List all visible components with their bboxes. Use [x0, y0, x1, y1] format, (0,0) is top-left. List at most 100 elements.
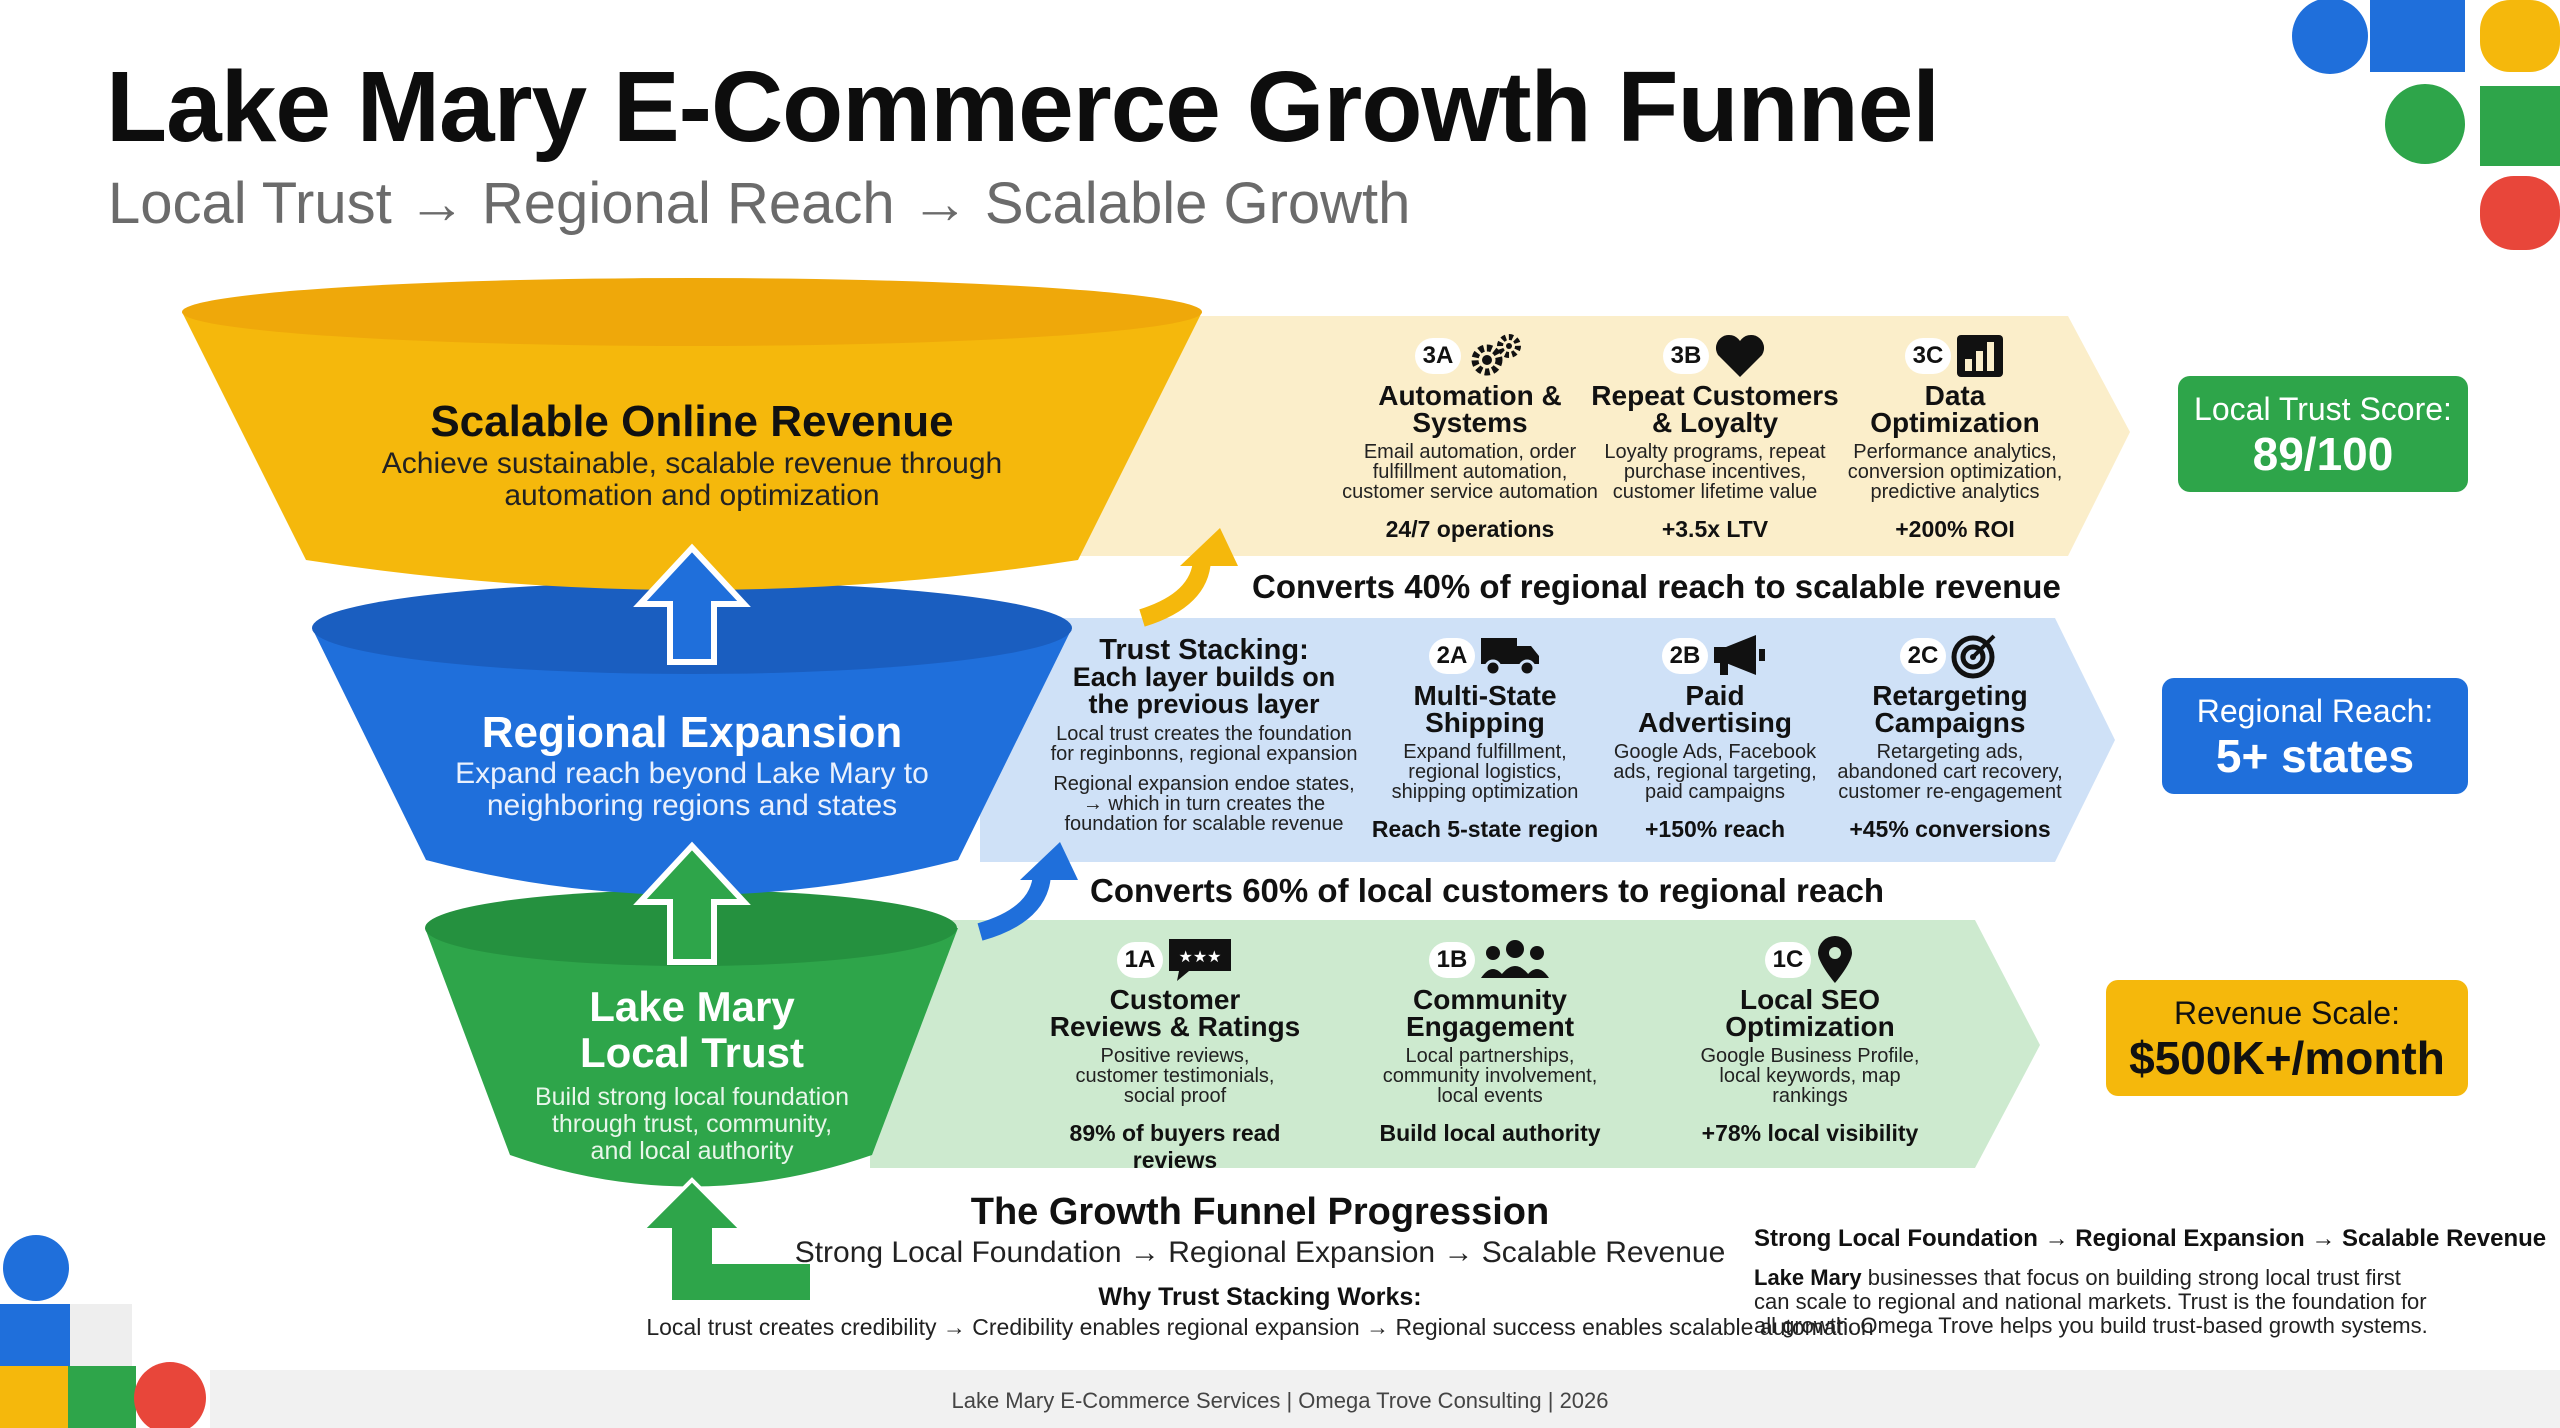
gears-icon	[1471, 334, 1522, 376]
title-1b-1: Community	[1413, 984, 1567, 1015]
trust-stacking-title-2: Each layer builds on	[1072, 662, 1336, 692]
desc-1a-3: social proof	[1123, 1085, 1227, 1107]
kpi-regional-reach-label: Regional Reach:	[2196, 693, 2434, 729]
bar-chart-icon	[1957, 335, 2004, 377]
heart-icon	[1716, 334, 1765, 377]
desc-1c-1: Google Business Profile,	[1700, 1045, 1920, 1067]
conversion-arrow-upper	[1139, 528, 1238, 627]
funnel-top-desc-1: Achieve sustainable, scalable revenue th…	[381, 447, 1003, 480]
metric-2c: +45% conversions	[1849, 816, 2051, 842]
funnel-middle-desc-2: neighboring regions and states	[486, 789, 898, 822]
title-1b-2: Engagement	[1405, 1011, 1575, 1042]
title-1a-2: Reviews & Ratings	[1049, 1011, 1301, 1042]
kpi-revenue-scale: Revenue Scale: $500K+/month	[2106, 980, 2468, 1096]
progression-why-line: Local trust creates credibility → Credib…	[646, 1314, 1874, 1340]
band-top-col-3c: 3C Data Optimization Performance analyti…	[1825, 330, 2085, 543]
progression-line: Strong Local Foundation → Regional Expan…	[794, 1236, 1726, 1269]
funnel-bottom-desc-2: through trust, community,	[551, 1110, 833, 1138]
funnel-top-title: Scalable Online Revenue	[430, 397, 954, 446]
funnel-bottom-text: Lake Mary Local Trust Build strong local…	[472, 984, 912, 1165]
badge-1a: 1A	[1116, 942, 1164, 978]
desc-3b-2: purchase incentives,	[1623, 461, 1807, 483]
funnel-top-shape	[182, 278, 1202, 590]
desc-1a-2: customer testimonials,	[1075, 1065, 1275, 1087]
band-bottom-background	[870, 920, 2040, 1168]
title-2b-1: Paid	[1685, 680, 1745, 711]
funnel-middle-desc-1: Expand reach beyond Lake Mary to	[455, 757, 929, 790]
desc-1b-1: Local partnerships,	[1405, 1045, 1575, 1067]
badge-3a: 3A	[1414, 338, 1462, 374]
desc-3b-1: Loyalty programs, repeat	[1604, 441, 1826, 463]
conversion-text-lower: Converts 60% of local customers to regio…	[1090, 872, 1885, 909]
title-2b-2: Advertising	[1637, 707, 1793, 738]
entry-arrow-bottom	[637, 1177, 814, 1304]
title-3a-1: Automation &	[1378, 380, 1562, 411]
badge-2a: 2A	[1428, 638, 1476, 674]
title-3a-2: Systems	[1412, 407, 1528, 438]
review-bubble-icon: ★★★	[1169, 939, 1232, 981]
desc-2a-1: Expand fulfillment,	[1403, 741, 1567, 763]
band-bottom-col-1a: 1A ★★★ Customer Reviews & Ratings Positi…	[1025, 934, 1325, 1174]
title-2c-2: Campaigns	[1874, 707, 2026, 738]
badge-3c: 3C	[1904, 338, 1952, 374]
desc-3c-3: predictive analytics	[1870, 481, 2040, 503]
band-middle-col-2b: 2B Paid Advertising Google Ads, Facebook…	[1590, 630, 1840, 843]
kpi-regional-reach-value: 5+ states	[2215, 730, 2415, 782]
progression-why-title: Why Trust Stacking Works:	[1098, 1283, 1422, 1311]
badge-3b: 3B	[1662, 338, 1710, 374]
kpi-local-trust-label: Local Trust Score:	[2194, 391, 2452, 427]
side-note-brand: Lake Mary	[1754, 1265, 1862, 1290]
title-2c-1: Retargeting	[1872, 680, 2028, 711]
funnel-bottom-desc-3: and local authority	[590, 1137, 794, 1165]
title-1c-1: Local SEO	[1739, 984, 1881, 1015]
desc-1b-3: local events	[1437, 1085, 1543, 1107]
desc-2b-3: paid campaigns	[1644, 781, 1786, 803]
funnel-bottom-title-1: Lake Mary	[589, 983, 795, 1030]
desc-2a-2: regional logistics,	[1408, 761, 1562, 783]
desc-3a-1: Email automation, order	[1363, 441, 1577, 463]
funnel-middle-title: Regional Expansion	[481, 708, 903, 757]
desc-2a-3: shipping optimization	[1391, 781, 1579, 803]
funnel-middle-text: Regional Expansion Expand reach beyond L…	[392, 708, 992, 822]
title-1c-2: Optimization	[1725, 1011, 1895, 1042]
desc-1a-1: Positive reviews,	[1100, 1045, 1250, 1067]
title-2a-1: Multi-State	[1413, 680, 1557, 711]
band-top-col-3b: 3B Repeat Customers & Loyalty Loyalty pr…	[1585, 330, 1845, 543]
progression-section: The Growth Funnel Progression Strong Loc…	[500, 1190, 2020, 1342]
page-subtitle: Local Trust → Regional Reach → Scalable …	[108, 171, 1411, 236]
band-middle-background	[980, 618, 2115, 862]
desc-3c-2: conversion optimization,	[1847, 461, 2063, 483]
funnel-bottom-title-2: Local Trust	[579, 1029, 805, 1076]
map-pin-icon	[1818, 936, 1853, 983]
conversion-text-upper: Converts 40% of regional reach to scalab…	[1252, 568, 2061, 605]
desc-1c-2: local keywords, map	[1719, 1065, 1901, 1087]
metric-1a: 89% of buyers read reviews	[1069, 1120, 1281, 1173]
desc-3a-2: fulfillment automation,	[1372, 461, 1568, 483]
progression-title: The Growth Funnel Progression	[970, 1191, 1550, 1233]
metric-3b: +3.5x LTV	[1661, 516, 1769, 542]
funnel-top-text: Scalable Online Revenue Achieve sustaina…	[330, 396, 1054, 512]
corner-decoration-top-right	[2292, 0, 2560, 250]
kpi-revenue-scale-value: $500K+/month	[2129, 1032, 2445, 1084]
title-3c-2: Optimization	[1870, 407, 2040, 438]
footer-text: Lake Mary E-Commerce Services | Omega Tr…	[951, 1388, 1609, 1413]
trust-stacking-desc-3: Regional expansion endoe states,	[1053, 773, 1355, 795]
trust-stacking-intro: Trust Stacking: Each layer builds on the…	[1046, 634, 1362, 835]
side-note-heading: Strong Local Foundation → Regional Expan…	[1754, 1225, 2547, 1252]
desc-1c-3: rankings	[1772, 1085, 1848, 1107]
trust-stacking-desc-5: foundation for scalable revenue	[1064, 813, 1344, 835]
trust-stacking-title-1: Trust Stacking:	[1099, 634, 1309, 666]
desc-2b-2: ads, regional targeting,	[1613, 761, 1817, 783]
megaphone-icon	[1714, 635, 1766, 675]
badge-2b: 2B	[1661, 638, 1709, 674]
up-arrow-middle-to-top	[633, 543, 751, 665]
desc-2c-1: Retargeting ads,	[1876, 741, 2024, 763]
metric-2b: +150% reach	[1644, 816, 1786, 842]
kpi-regional-reach: Regional Reach: 5+ states	[2162, 678, 2468, 794]
desc-3a-3: customer service automation	[1342, 481, 1598, 503]
title-3b-2: & Loyalty	[1651, 407, 1779, 438]
page-title: Lake Mary E-Commerce Growth Funnel	[106, 51, 1940, 163]
trust-stacking-desc-2: for reginbonns, regional expansion	[1050, 743, 1358, 765]
up-arrow-bottom-to-middle	[633, 841, 751, 965]
